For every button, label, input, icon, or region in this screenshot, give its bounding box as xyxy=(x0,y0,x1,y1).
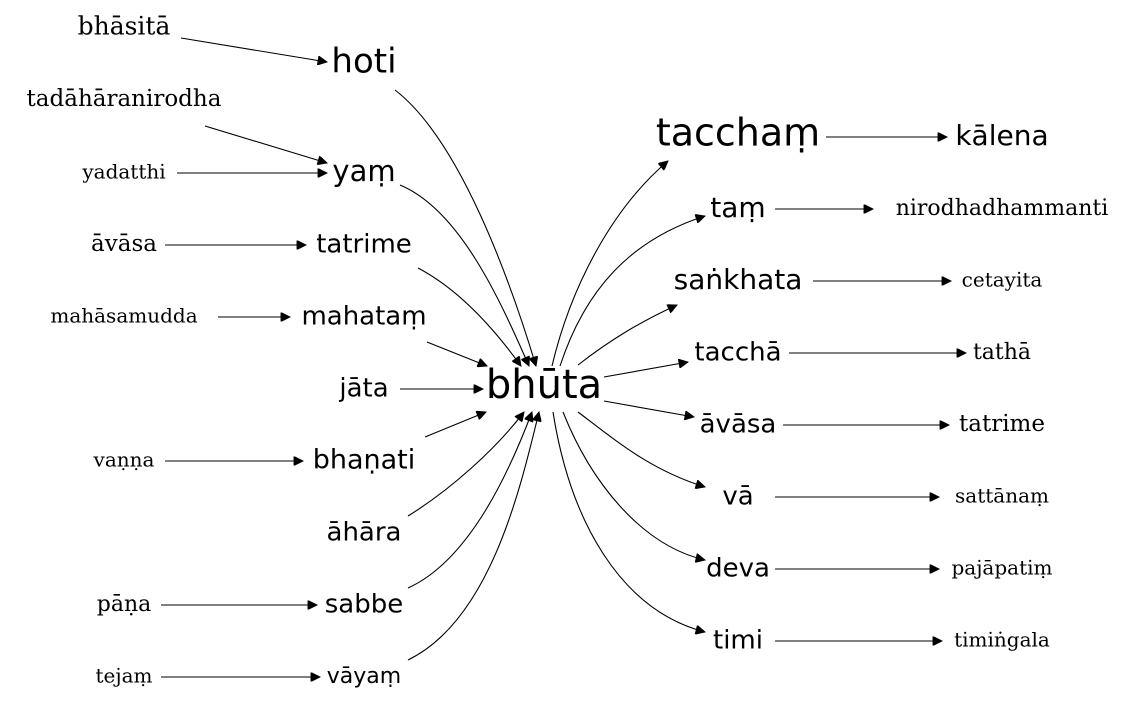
node-right-inner: deva xyxy=(706,554,770,584)
edge-bhuta-taccha xyxy=(603,362,688,378)
node-left-outer: bhāsitā xyxy=(78,12,171,41)
edge-bhanati-bhuta xyxy=(424,412,486,438)
node-left-inner: hoti xyxy=(331,42,396,82)
edge-yam-bhuta xyxy=(399,184,529,366)
node-right-outer: tathā xyxy=(973,340,1031,365)
node-right-outer: tatrime xyxy=(959,411,1045,437)
edge-bhuta-taccham xyxy=(551,161,668,367)
node-right-outer: kālena xyxy=(955,119,1048,152)
node-left-inner: mahataṃ xyxy=(301,302,426,332)
node-right-inner: vā xyxy=(722,482,753,512)
node-left-inner: āhāra xyxy=(327,518,402,548)
edges xyxy=(161,37,966,677)
node-left-outer: mahāsamudda xyxy=(50,304,197,328)
node-right-outer: sattānaṃ xyxy=(955,484,1049,508)
edge-bhuta-avasa xyxy=(603,400,694,417)
node-right-inner: timi xyxy=(713,626,763,656)
node-left-outer: vaṇṇa xyxy=(93,448,155,472)
node-left-outer: pāṇa xyxy=(97,592,151,617)
edge-bhuta-tam xyxy=(559,216,705,367)
node-right-inner: tacchaṃ xyxy=(656,111,820,155)
node-left-inner: vāyaṃ xyxy=(327,664,401,689)
edge-tadaharanirodha-yam xyxy=(204,125,327,163)
node-right-outer: pajāpatiṃ xyxy=(952,556,1053,580)
edge-sabbe-bhuta xyxy=(407,412,532,589)
node-left-inner: jāta xyxy=(338,374,388,404)
edge-mahatam-bhuta xyxy=(426,341,487,366)
node-left-outer: tadāhāranirodha xyxy=(27,86,222,112)
node-left-inner: sabbe xyxy=(325,590,403,620)
node-right-outer: cetayita xyxy=(962,268,1043,292)
nodes: bhūta bhāsitā tadāhāranirodha yadatthi ā… xyxy=(27,12,1109,690)
node-center: bhūta xyxy=(486,362,602,408)
node-left-outer: tejaṃ xyxy=(96,664,153,688)
edge-bhasita-hoti xyxy=(180,37,327,62)
node-right-inner: āvāsa xyxy=(700,410,777,440)
edge-bhuta-va xyxy=(577,411,705,487)
edge-bhuta-timi xyxy=(552,411,705,632)
node-right-inner: saṅkhata xyxy=(674,263,803,296)
edge-tatrime-bhuta xyxy=(417,267,521,366)
edge-ahara-bhuta xyxy=(407,412,524,517)
edge-vayam-bhuta xyxy=(407,412,539,661)
node-left-outer: āvāsa xyxy=(91,231,157,257)
node-left-inner: tatrime xyxy=(316,230,412,260)
node-left-outer: yadatthi xyxy=(81,160,165,184)
node-right-outer: nirodhadhammanti xyxy=(896,196,1109,221)
edge-bhuta-deva xyxy=(562,411,705,560)
node-left-inner: bhaṇati xyxy=(313,445,416,476)
node-right-outer: timiṅgala xyxy=(954,628,1050,652)
node-right-inner: taṃ xyxy=(710,191,765,224)
node-left-inner: yaṃ xyxy=(332,154,395,188)
edge-hoti-bhuta xyxy=(394,89,536,366)
edge-bhuta-sankhata xyxy=(577,305,677,366)
node-right-inner: tacchā xyxy=(694,338,781,368)
